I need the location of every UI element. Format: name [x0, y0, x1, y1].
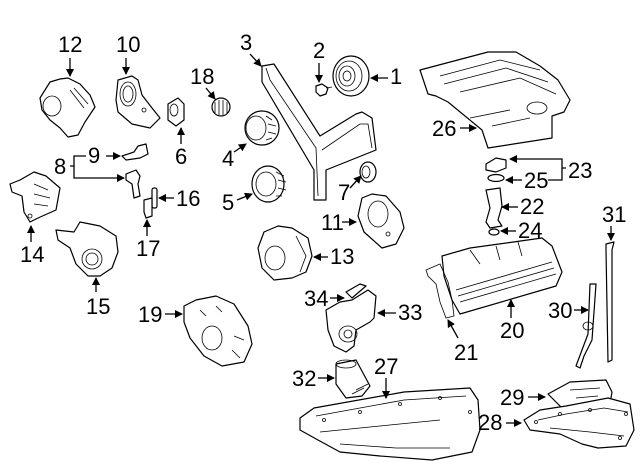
part-14-engine-mount-bracket[interactable] — [9, 171, 61, 223]
leader-23-branch — [548, 168, 563, 181]
part-13-timing-cover-lower[interactable] — [257, 225, 313, 281]
callout-2: 2 — [313, 38, 325, 63]
callout-23: 23 — [568, 158, 592, 183]
part-24-o-ring[interactable] — [488, 228, 500, 236]
part-28-oil-pan-lower[interactable] — [523, 397, 635, 449]
part-16-gasket[interactable] — [151, 187, 158, 209]
callout-30: 30 — [548, 298, 572, 323]
callout-33: 33 — [398, 300, 422, 325]
part-3-timing-belt[interactable] — [261, 63, 377, 201]
callout-19: 19 — [138, 302, 162, 327]
part-30-dipstick-tube[interactable] — [575, 283, 597, 369]
callout-34: 34 — [304, 286, 328, 311]
part-27-oil-pan-upper[interactable] — [299, 387, 481, 461]
part-23-oil-filler-cap[interactable] — [485, 157, 507, 173]
callout-22: 22 — [520, 194, 544, 219]
part-4-idler-pulley[interactable] — [244, 110, 280, 146]
part-32-oil-filter[interactable] — [335, 359, 371, 399]
part-5-camshaft-sprocket[interactable] — [251, 165, 287, 203]
callout-5: 5 — [222, 190, 234, 215]
part-22-oil-filler-tube[interactable] — [485, 187, 503, 229]
part-33-oil-filter-adapter[interactable] — [325, 289, 377, 353]
callout-13: 13 — [330, 244, 354, 269]
callout-16: 16 — [176, 186, 200, 211]
leader-8-bottom — [73, 166, 125, 182]
part-7-crankshaft-gear[interactable] — [359, 161, 377, 183]
part-17-clip[interactable] — [143, 197, 153, 219]
part-20-valve-cover[interactable] — [441, 237, 563, 315]
part-26-engine-cover[interactable] — [419, 51, 571, 149]
leader-8-top — [70, 155, 86, 167]
callout-28: 28 — [478, 410, 502, 435]
callout-6: 6 — [175, 144, 187, 169]
leader-23 — [509, 155, 566, 169]
part-10-tensioner-pulley-bracket[interactable] — [115, 75, 161, 129]
callout-11: 11 — [321, 210, 344, 235]
part-1-crankshaft-pulley[interactable] — [332, 55, 370, 97]
part-34-adapter-gasket[interactable] — [345, 283, 367, 299]
leader-4 — [233, 143, 247, 153]
callout-32: 32 — [292, 366, 316, 391]
part-21-valve-cover-gasket[interactable] — [425, 263, 455, 319]
callout-4: 4 — [222, 146, 234, 171]
part-19-oil-pump[interactable] — [183, 295, 253, 367]
callout-25: 25 — [524, 168, 548, 193]
part-18-idler-pulley-small[interactable] — [211, 97, 231, 117]
part-9-sensor[interactable] — [121, 143, 149, 161]
callout-3: 3 — [240, 30, 252, 55]
callout-31: 31 — [602, 202, 626, 227]
callout-18: 18 — [190, 64, 214, 89]
part-15-timing-cover-rear[interactable] — [55, 221, 119, 277]
part-11-timing-cover-bracket[interactable] — [357, 193, 405, 249]
leader-21 — [447, 319, 459, 339]
part-6-tensioner-bracket[interactable] — [167, 97, 185, 127]
part-25-cap-gasket[interactable] — [487, 173, 505, 183]
leader-5 — [236, 192, 253, 201]
callout-10: 10 — [116, 32, 140, 57]
part-31-dipstick[interactable] — [605, 241, 615, 363]
callout-8: 8 — [54, 154, 66, 179]
callout-20: 20 — [500, 318, 524, 343]
leader-3 — [249, 53, 262, 67]
part-2-pulley-bolt[interactable] — [315, 83, 333, 97]
callout-27: 27 — [374, 354, 398, 379]
part-12-timing-cover-upper[interactable] — [39, 77, 96, 138]
callout-26: 26 — [432, 116, 456, 141]
callout-1: 1 — [390, 64, 402, 89]
callout-29: 29 — [500, 385, 524, 410]
callout-17: 17 — [136, 236, 160, 261]
callout-7: 7 — [338, 180, 350, 205]
leader-7 — [349, 175, 362, 189]
callout-12: 12 — [58, 32, 82, 57]
callout-14: 14 — [20, 242, 44, 267]
callout-9: 9 — [88, 143, 100, 168]
leader-18 — [205, 87, 216, 100]
callout-15: 15 — [86, 294, 110, 319]
part-8-sensor[interactable] — [125, 169, 141, 199]
callout-21: 21 — [454, 340, 478, 365]
